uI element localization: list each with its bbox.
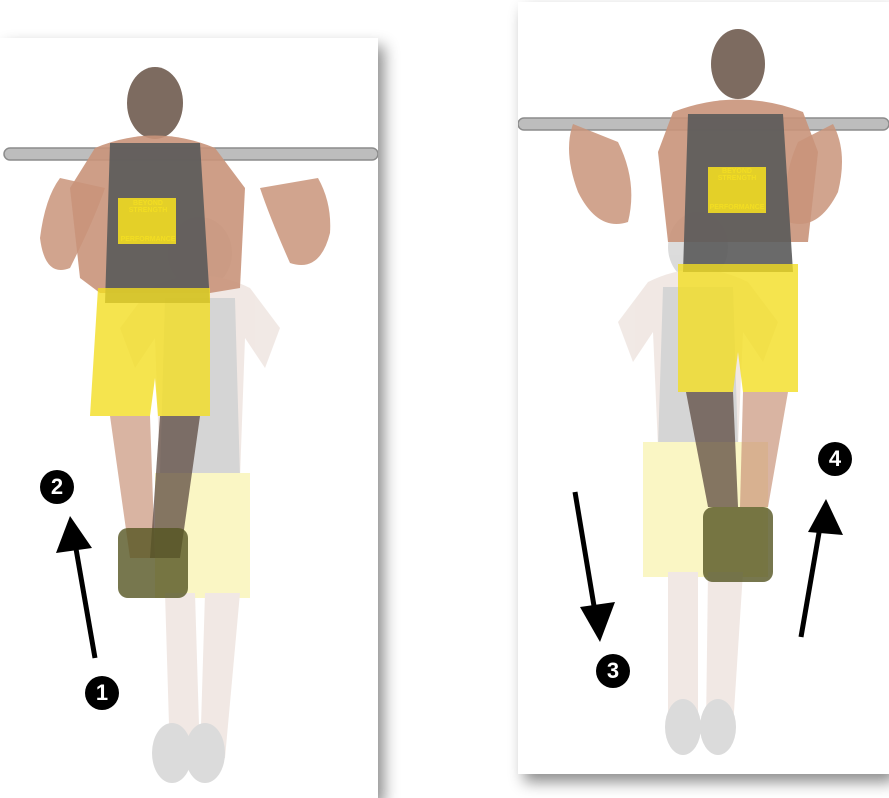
step-3-badge: 3 bbox=[596, 654, 630, 688]
right-pullup-illustration bbox=[518, 2, 889, 774]
athlete-top-position bbox=[40, 67, 330, 598]
left-step-panel: 2 1 bbox=[0, 38, 378, 798]
step-4-badge: 4 bbox=[818, 442, 852, 476]
right-step-panel: 4 3 bbox=[518, 2, 889, 774]
step-2-badge: 2 bbox=[40, 470, 74, 504]
step-1-badge: 1 bbox=[85, 676, 119, 710]
brand-line-2: PERFORMANCE bbox=[706, 204, 768, 211]
brand-line-1: BEYOND STRENGTH bbox=[706, 168, 768, 182]
brand-line-2: PERFORMANCE bbox=[118, 236, 178, 243]
brand-logo-right: BEYOND STRENGTH PERFORMANCE bbox=[706, 168, 768, 211]
left-pullup-illustration bbox=[0, 38, 378, 798]
brand-logo-left: BEYOND STRENGTH PERFORMANCE bbox=[118, 200, 178, 243]
brand-line-1: BEYOND STRENGTH bbox=[118, 200, 178, 214]
upward-arrow bbox=[56, 516, 95, 658]
downward-arrow bbox=[575, 492, 615, 642]
upward-arrow bbox=[801, 499, 843, 637]
